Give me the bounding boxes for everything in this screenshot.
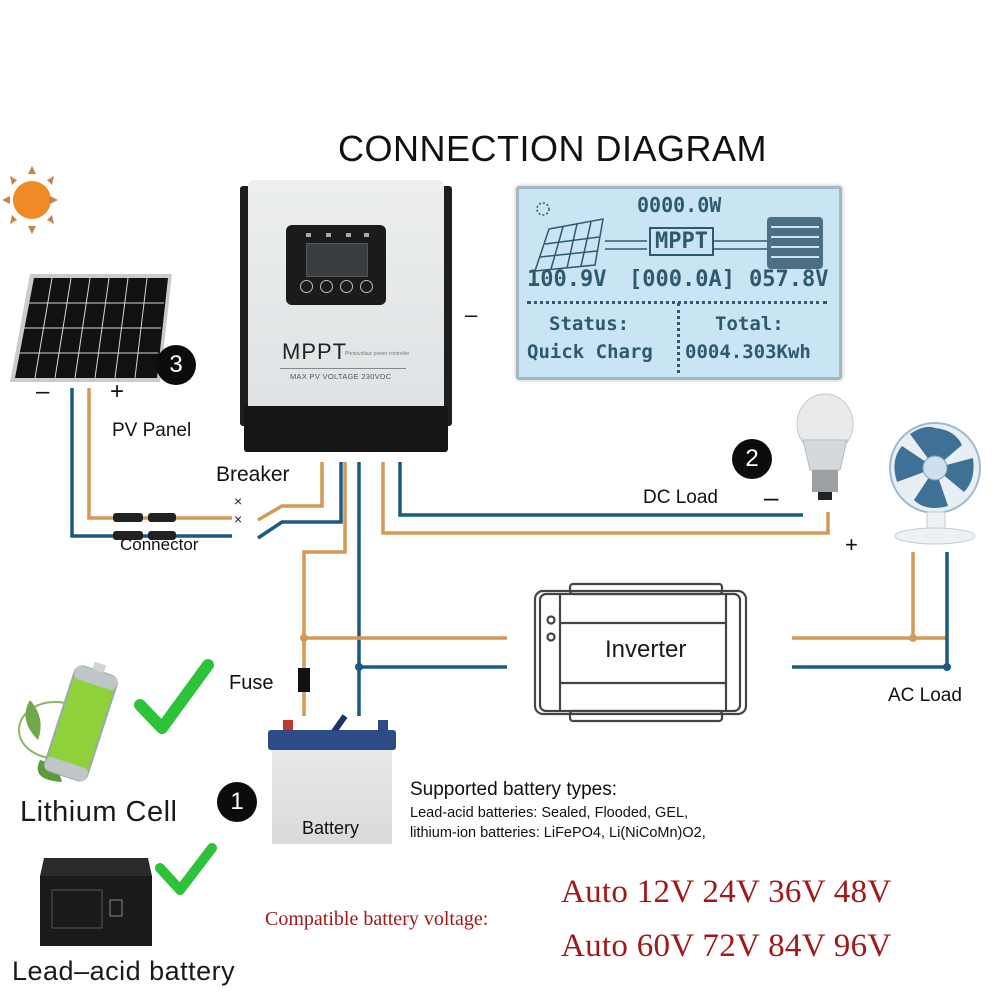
lcd-sun-icon bbox=[536, 202, 550, 216]
lcd-graphics bbox=[533, 202, 823, 272]
lcd-divider bbox=[527, 301, 827, 304]
supported-line: Lead-acid batteries: Sealed, Flooded, GE… bbox=[410, 805, 689, 821]
step-badge-2: 2 bbox=[732, 439, 772, 479]
solar-panel-icon bbox=[10, 274, 172, 382]
lcd-battery-icon bbox=[767, 217, 823, 269]
down-button-icon bbox=[340, 280, 353, 293]
up-button-icon bbox=[320, 280, 333, 293]
charge-led-icon bbox=[326, 233, 331, 237]
enter-button-icon bbox=[360, 280, 373, 293]
compatible-voltage-line: Auto 60V 72V 84V 96V bbox=[561, 928, 892, 964]
battery-positive-wire bbox=[302, 462, 347, 716]
fuse-icon bbox=[298, 668, 310, 692]
sun-icon bbox=[2, 166, 58, 234]
connector-label: Connector bbox=[120, 535, 199, 554]
controller-terminal-cover bbox=[244, 406, 448, 452]
controller-body: MPPT Photovoltaic power controller MAX P… bbox=[248, 180, 444, 416]
lcd-display-closeup: 0000.0W MPPT 100.9V [000.0A] 057.8V Stat… bbox=[516, 186, 842, 380]
step-badge-1: 1 bbox=[217, 782, 257, 822]
lcd-total-value: 0004.303Kwh bbox=[685, 341, 811, 363]
lead-acid-battery-icon bbox=[40, 858, 152, 946]
mppt-controller: MPPT Photovoltaic power controller MAX P… bbox=[240, 180, 452, 452]
pv-minus-sign: – bbox=[36, 378, 50, 405]
breaker-x-mark: × bbox=[234, 511, 242, 527]
fan-icon bbox=[889, 422, 981, 545]
inverter-label: Inverter bbox=[605, 636, 687, 663]
pv-panel-label: PV Panel bbox=[112, 420, 192, 441]
dc-load-label: DC Load bbox=[643, 487, 718, 508]
inverter-icon bbox=[533, 582, 748, 723]
pv-plus-sign: + bbox=[110, 378, 125, 405]
page-title: CONNECTION DIAGRAM bbox=[338, 128, 768, 169]
lcd-pv-voltage: 100.9V bbox=[527, 267, 607, 292]
battery-negative-terminal bbox=[378, 720, 388, 730]
alarm-led-icon bbox=[364, 233, 369, 237]
controller-max-voltage: MAX PV VOLTAGE 230VDC bbox=[290, 372, 392, 381]
battery-positive-terminal bbox=[283, 720, 293, 730]
lithium-cell-label: Lithium Cell bbox=[20, 796, 178, 828]
load-led-icon bbox=[346, 233, 351, 237]
lcd-solar-panel-icon bbox=[533, 218, 604, 272]
dc-load-negative-wire bbox=[398, 462, 803, 517]
fuse-label: Fuse bbox=[229, 672, 274, 694]
pv-negative-wire bbox=[70, 388, 232, 538]
checkmark-icon bbox=[134, 659, 214, 734]
breaker-x-mark: × bbox=[234, 493, 242, 509]
controller-minus-sign: – bbox=[465, 302, 478, 327]
compatible-voltage-label: Compatible battery voltage: bbox=[265, 908, 489, 930]
battery-label: Battery bbox=[302, 818, 360, 838]
lcd-divider-vertical bbox=[677, 303, 680, 373]
lcd-total-label: Total: bbox=[715, 313, 784, 335]
mc4-connector-icon bbox=[113, 513, 176, 540]
lithium-cell-icon bbox=[18, 661, 118, 782]
checkmark-icon bbox=[155, 843, 217, 895]
controller-display-panel bbox=[286, 225, 386, 305]
breaker-label: Breaker bbox=[216, 463, 290, 486]
junction-dot bbox=[909, 634, 917, 642]
battery: Battery bbox=[268, 718, 398, 846]
lcd-mppt-label: MPPT bbox=[649, 227, 714, 256]
compatible-voltage-line: Auto 12V 24V 36V 48V bbox=[561, 874, 892, 910]
lcd-status-value: Quick Charg bbox=[527, 341, 653, 363]
step-badge-3: 3 bbox=[156, 345, 196, 385]
supported-title: Supported battery types: bbox=[410, 779, 618, 800]
power-button-icon bbox=[300, 280, 313, 293]
controller-bracket-right bbox=[442, 186, 452, 426]
supported-battery-types: Supported battery types: Lead-acid batte… bbox=[410, 779, 706, 841]
ac-load-label: AC Load bbox=[888, 685, 962, 706]
lcd-battery-voltage: 057.8V bbox=[749, 267, 829, 292]
ac-load-negative-wire bbox=[792, 552, 949, 669]
junction-dot bbox=[355, 663, 363, 671]
pv-led-icon bbox=[306, 233, 311, 237]
pv-positive-wire bbox=[87, 388, 232, 520]
controller-brand: MPPT bbox=[282, 339, 348, 364]
supported-line: lithium-ion batteries: LiFePO4, Li(NiCoM… bbox=[410, 825, 706, 841]
inverter: Inverter bbox=[533, 582, 747, 714]
light-bulb-icon bbox=[796, 393, 854, 500]
lcd-current: [000.0A] bbox=[629, 267, 735, 292]
controller-bracket-left bbox=[240, 186, 250, 426]
lcd-status-label: Status: bbox=[549, 313, 630, 335]
breaker-negative-link bbox=[257, 462, 343, 540]
dc-load-minus-sign: – bbox=[764, 482, 779, 512]
lcd-power-readout: 0000.0W bbox=[637, 193, 722, 217]
lead-acid-label: Lead–acid battery bbox=[12, 956, 236, 986]
breaker-positive-link bbox=[257, 462, 324, 522]
controller-divider bbox=[280, 368, 406, 369]
dc-load-positive-wire bbox=[381, 462, 830, 535]
controller-screen bbox=[306, 243, 368, 277]
junction-dot bbox=[300, 634, 308, 642]
controller-subtitle: Photovoltaic power controller bbox=[345, 351, 410, 357]
battery-body: Battery bbox=[272, 750, 392, 844]
battery-lid bbox=[268, 730, 396, 750]
junction-dot bbox=[943, 663, 951, 671]
dc-load-plus-sign: + bbox=[845, 532, 858, 557]
